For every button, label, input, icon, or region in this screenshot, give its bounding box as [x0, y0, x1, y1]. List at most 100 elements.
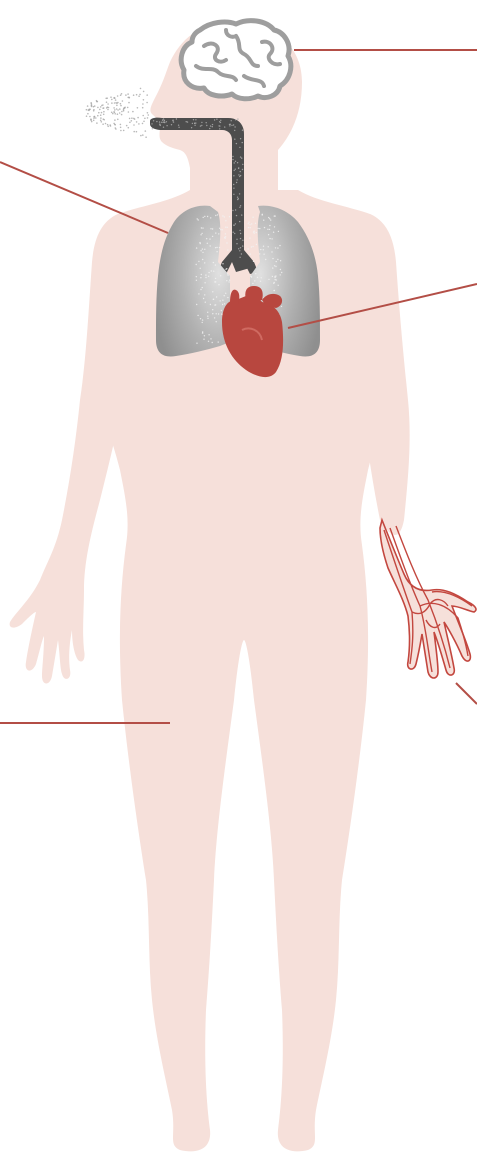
speckle-dot [198, 261, 199, 262]
speckle-dot [274, 290, 275, 291]
speckle-dot [226, 242, 227, 243]
speckle-dot [93, 109, 95, 111]
speckle-dot [101, 121, 103, 123]
speckle-dot [225, 220, 226, 221]
speckle-dot [203, 217, 204, 218]
speckle-dot [280, 269, 281, 270]
speckle-dot [222, 229, 223, 230]
speckle-dot [210, 228, 211, 229]
speckle-dot [263, 246, 264, 247]
speckle-dot [240, 156, 241, 157]
speckle-dot [202, 319, 203, 320]
speckle-dot [250, 253, 251, 254]
speckle-dot [209, 128, 210, 129]
speckle-dot [236, 179, 237, 180]
speckle-dot [103, 111, 105, 113]
speckle-dot [200, 318, 201, 319]
speckle-dot [107, 126, 109, 128]
speckle-dot [275, 266, 276, 267]
speckle-dot [87, 105, 89, 107]
speckle-dot [95, 117, 97, 119]
speckle-dot [207, 216, 208, 217]
speckle-dot [236, 215, 237, 216]
speckle-dot [259, 228, 260, 229]
speckle-dot [233, 224, 234, 225]
speckle-dot [136, 94, 138, 96]
speckle-dot [274, 265, 275, 266]
speckle-dot [229, 125, 230, 126]
speckle-dot [252, 283, 253, 284]
speckle-dot [200, 234, 201, 235]
speckle-dot [117, 95, 119, 97]
speckle-dot [210, 304, 211, 305]
speckle-dot [274, 226, 275, 227]
speckle-dot [147, 117, 149, 119]
speckle-dot [237, 118, 238, 119]
speckle-dot [237, 197, 238, 198]
speckle-dot [216, 247, 217, 248]
speckle-dot [143, 121, 145, 123]
speckle-dot [208, 272, 209, 273]
speckle-dot [204, 294, 205, 295]
speckle-dot [86, 109, 88, 111]
speckle-dot [129, 122, 131, 124]
speckle-dot [218, 233, 219, 234]
speckle-dot [113, 97, 115, 99]
speckle-dot [136, 131, 138, 133]
speckle-dot [166, 121, 167, 122]
speckle-dot [91, 121, 93, 123]
speckle-dot [214, 317, 215, 318]
speckle-dot [126, 125, 128, 127]
speckle-dot [128, 102, 130, 104]
speckle-dot [204, 282, 205, 283]
speckle-dot [218, 341, 219, 342]
speckle-dot [214, 119, 215, 120]
speckle-dot [202, 287, 203, 288]
speckle-dot [252, 217, 253, 218]
speckle-dot [235, 161, 236, 162]
speckle-dot [222, 304, 223, 305]
speckle-dot [215, 247, 216, 248]
speckle-dot [216, 296, 217, 297]
speckle-dot [114, 109, 116, 111]
speckle-dot [201, 227, 202, 228]
speckle-dot [269, 238, 270, 239]
speckle-dot [98, 112, 100, 114]
speckle-dot [248, 227, 249, 228]
speckle-dot [268, 279, 269, 280]
speckle-dot [90, 119, 92, 121]
speckle-dot [235, 223, 236, 224]
speckle-dot [119, 112, 121, 114]
speckle-dot [271, 251, 272, 252]
brain [181, 21, 291, 99]
speckle-dot [207, 318, 208, 319]
speckle-dot [251, 223, 252, 224]
speckle-dot [255, 273, 256, 274]
speckle-dot [100, 120, 102, 122]
speckle-dot [147, 112, 149, 114]
speckle-dot [116, 105, 118, 107]
speckle-dot [102, 123, 104, 125]
speckle-dot [232, 156, 233, 157]
speckle-dot [268, 217, 269, 218]
speckle-dot [128, 111, 130, 113]
speckle-dot [237, 199, 238, 200]
speckle-dot [100, 106, 102, 108]
speckle-dot [200, 268, 201, 269]
speckle-dot [250, 276, 251, 277]
speckle-dot [164, 120, 165, 121]
speckle-dot [240, 238, 241, 239]
speckle-dot [100, 117, 102, 119]
speckle-dot [136, 121, 138, 123]
speckle-dot [233, 232, 234, 233]
speckle-dot [276, 261, 277, 262]
speckle-dot [140, 88, 142, 90]
speckle-dot [94, 116, 96, 118]
speckle-dot [212, 236, 213, 237]
speckle-dot [273, 232, 274, 233]
speckle-dot [131, 117, 133, 119]
speckle-dot [227, 249, 228, 250]
speckle-dot [281, 272, 282, 273]
speckle-dot [178, 125, 179, 126]
speckle-dot [207, 316, 208, 317]
